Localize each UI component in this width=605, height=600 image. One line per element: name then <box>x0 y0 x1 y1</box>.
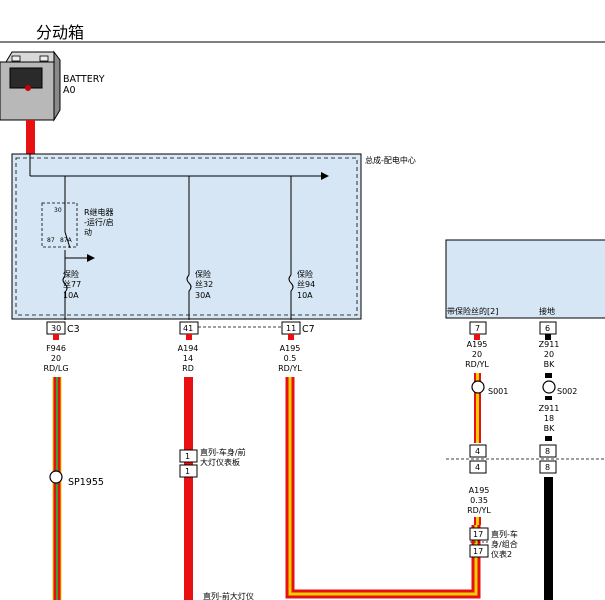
pin-1b: 1 <box>185 467 190 476</box>
fuse-94-icon <box>288 274 294 320</box>
right-ground-label: 接地 <box>539 306 555 316</box>
inline-headlamp-1: 直列-车身/前 <box>200 447 246 457</box>
page-title: 分动箱 <box>36 23 84 42</box>
fuse-94-line1: 保险 <box>297 269 313 279</box>
right-fused-label: 带保险丝的[2] <box>447 306 498 316</box>
relay-label-2: -运行/启 <box>84 217 114 227</box>
inline-cluster-3: 仪表2 <box>491 549 512 559</box>
wire-a195-route <box>285 377 481 599</box>
connector-c7: C7 <box>302 324 315 335</box>
fuse-32-icon <box>186 274 192 320</box>
fuse-32-line1: 保险 <box>195 269 211 279</box>
wire-z911-mid-gauge: 18 <box>544 414 554 423</box>
inline-cluster-1: 直列-车 <box>491 529 518 539</box>
wire-a195-top-color: RD/YL <box>465 360 489 369</box>
pin-4a: 4 <box>475 447 480 456</box>
pin-4a-box <box>469 444 487 458</box>
wire-z911-mid-color: BK <box>544 424 555 433</box>
pin-8b-box <box>539 460 557 474</box>
wire-a195-low-color: RD/YL <box>467 506 491 515</box>
wire-z911-top-circuit: Z911 <box>539 340 560 349</box>
wire-a195-c7-gauge: 0.5 <box>284 354 297 363</box>
inline-cluster-2: 身/组合 <box>491 539 518 549</box>
relay-label-3: 动 <box>84 227 92 237</box>
fuse-77-line2: 丝77 <box>63 279 81 289</box>
pin-6: 6 <box>545 324 550 333</box>
fuse-77-line3: 10A <box>63 291 79 300</box>
relay-pin-30: 30 <box>54 207 62 214</box>
pin-41: 41 <box>183 324 193 333</box>
wire-z911-top-color: BK <box>544 360 555 369</box>
relay-pin-87a: 87A <box>60 237 73 244</box>
wire-a195-low-gauge: 0.35 <box>470 496 488 505</box>
wire-z911-lower <box>544 477 553 600</box>
splice-s002 <box>542 380 556 394</box>
wire-a195-low-circuit: A195 <box>469 486 490 495</box>
battery-name: BATTERY <box>63 74 105 85</box>
connector-c3: C3 <box>67 324 80 335</box>
pin-8a-box <box>539 444 557 458</box>
distribution-center-box <box>11 153 362 320</box>
distribution-center-inner <box>15 157 358 316</box>
wire-a194-gauge: 14 <box>183 354 193 363</box>
wire-f946 <box>52 377 62 600</box>
splice-s001 <box>471 380 485 394</box>
fuse-94-line2: 丝94 <box>297 279 315 289</box>
relay-box <box>41 202 78 248</box>
wire-a194-color: RD <box>182 364 194 373</box>
pin-11: 11 <box>286 324 296 333</box>
connector-sp1955: SP1955 <box>68 477 104 488</box>
pin-7: 7 <box>475 324 480 333</box>
fuse-32-line2: 丝32 <box>195 279 213 289</box>
pin-8b: 8 <box>545 463 550 472</box>
wire-z911-mid-circuit: Z911 <box>539 404 560 413</box>
relay-switch <box>64 231 71 249</box>
module-label: 总成-配电中心 <box>365 155 416 165</box>
splice-sp1955 <box>49 470 63 484</box>
pin-8a: 8 <box>545 447 550 456</box>
inline-bottom-cut: 直列-前大灯仪 <box>203 591 254 600</box>
wire-a195-c7-color: RD/YL <box>278 364 302 373</box>
fuse-32-line3: 30A <box>195 291 211 300</box>
pin-4b-box <box>469 460 487 474</box>
wire-a194-circuit: A194 <box>178 344 199 353</box>
wire-f946-gauge: 20 <box>51 354 61 363</box>
pin-17a: 17 <box>473 530 483 539</box>
pin-17b: 17 <box>473 547 483 556</box>
wire-f946-color: RD/LG <box>43 364 68 373</box>
fuse-94-line3: 10A <box>297 291 313 300</box>
pin-30: 30 <box>51 324 61 333</box>
battery-icon <box>0 50 61 122</box>
battery-cable <box>26 120 35 154</box>
pin-4b: 4 <box>475 463 480 472</box>
relay-pin-87: 87 <box>47 237 55 244</box>
connector-s002: S002 <box>557 387 577 396</box>
wire-a194 <box>184 377 193 600</box>
relay-label-1: R继电器 <box>84 207 114 217</box>
inline-headlamp-2: 大灯仪表板 <box>200 457 240 467</box>
fuse-77-icon <box>62 275 68 320</box>
pin-17a-box <box>469 527 489 541</box>
connector-s001: S001 <box>488 387 508 396</box>
wire-a195-c7-circuit: A195 <box>280 344 301 353</box>
wire-a195-top-gauge: 20 <box>472 350 482 359</box>
wire-z911-top-gauge: 20 <box>544 350 554 359</box>
pin-1b-box <box>179 464 198 478</box>
right-module-box <box>445 239 605 319</box>
fuse-77-line1: 保险 <box>63 269 79 279</box>
wire-a195-top-circuit: A195 <box>467 340 488 349</box>
pin-1a: 1 <box>185 452 190 461</box>
battery-code: A0 <box>63 85 76 96</box>
pin-17b-box <box>469 544 489 558</box>
wire-a195-right-upper <box>474 373 481 443</box>
wire-f946-circuit: F946 <box>46 344 66 353</box>
